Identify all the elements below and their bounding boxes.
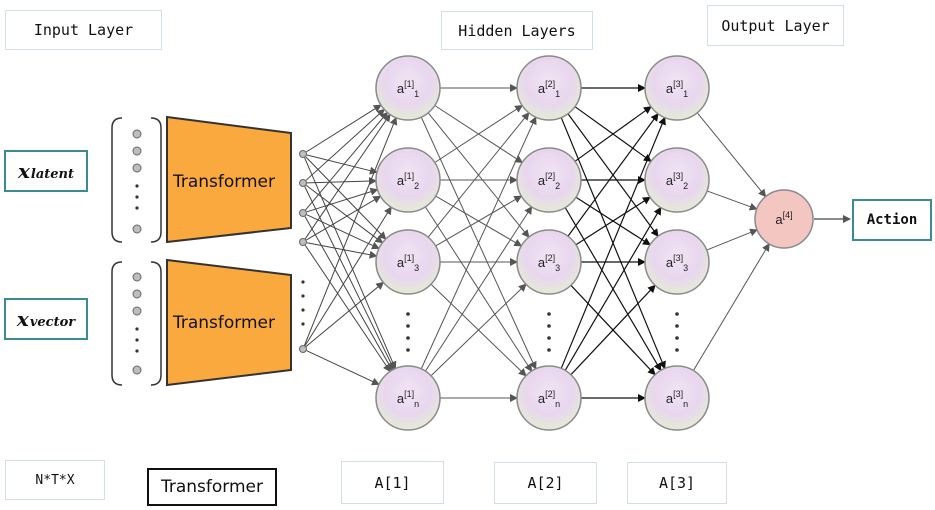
node-a3-n [644,365,710,431]
edge-input-hidden1 [306,350,380,386]
latent-bracket-right [150,117,162,243]
edge-input-hidden1 [306,154,378,175]
input-to-hidden1-edges [304,104,398,386]
transformer-legend-box: Transformer [147,468,277,506]
layer-a3-label: A[3] [627,462,727,504]
edge-input-hidden1 [304,113,391,239]
node-a1-2 [375,147,441,213]
transformer-trapezoid-2 [166,258,292,387]
edge-hidden1-hidden2 [420,116,537,370]
edge-hidden3-output [696,112,767,198]
latent-bracket [111,117,123,243]
edge-hidden1-hidden2 [434,104,524,163]
node-a3-2 [644,147,710,213]
edge-hidden2-hidden3 [575,196,651,246]
transformer-label-1: Transformer [172,172,275,192]
label-a1-1: a[1]1 [397,79,419,99]
node-a1-1 [375,55,441,121]
edge-input-hidden1 [305,156,387,240]
label-a3-3: a[3]3 [666,253,688,273]
edge-input-hidden1 [306,187,379,213]
edge-input-hidden1 [305,108,386,181]
edge-hidden1-hidden2 [427,112,530,238]
hidden-ellipsis [406,312,679,352]
label-a3-2: a[3]2 [666,171,688,191]
edge-input-hidden1 [306,195,382,241]
dims-label: N*T*X [5,460,105,500]
node-a2-n [516,365,582,431]
edge-input-hidden1 [304,216,393,372]
edge-hidden1-hidden2 [430,283,527,377]
label-a1-2: a[1]2 [397,171,419,191]
edge-hidden2-hidden3 [567,112,659,237]
vector-bracket [111,261,123,386]
input-ellipsis [135,184,139,353]
edge-hidden2-hidden3 [564,206,662,371]
label-a1-3: a[1]3 [397,253,419,273]
output-layer-header: Output Layer [707,5,844,46]
edge-input-hidden1 [306,104,382,153]
hidden-layer-2-nodes [516,55,582,431]
label-a2-1: a[2]1 [538,79,560,99]
hidden-layers-header: Hidden Layers [441,11,593,50]
edge-hidden3-output [692,243,770,371]
hidden2-to-hidden3-edges [560,84,666,402]
node-a4 [754,189,814,249]
edge-hidden2-hidden3 [574,106,652,162]
label-a2-3: a[2]3 [538,253,560,273]
edge-input-hidden1 [306,177,378,186]
input-layer-header: Input Layer [5,10,162,50]
x-latent-subscript: latent [30,166,75,182]
edge-input-hidden1 [306,214,380,250]
transformer-output-dots [299,150,307,353]
edge-input-hidden1 [304,206,392,346]
x-vector-symbol: x [16,307,29,331]
node-a1-n [375,365,441,431]
edge-hidden2-hidden3 [570,284,656,376]
node-a2-3 [516,229,582,295]
edge-input-hidden1 [306,242,378,259]
hidden3-to-output-edges [692,112,770,371]
node-a1-3 [375,229,441,295]
edge-input-hidden1 [305,281,385,347]
edge-input-hidden1 [304,245,391,373]
layer-a2-label: A[2] [494,462,597,504]
transformer-trapezoid-1 [166,115,292,244]
layer-a1-label: A[1] [341,461,444,504]
hidden1-to-hidden2-edges [420,84,537,402]
label-a2-n: a[2]n [538,389,560,409]
node-a2-2 [516,147,582,213]
edge-hidden1-hidden2 [424,206,533,372]
label-a3-1: a[3]1 [666,79,688,99]
edge-hidden1-hidden2 [435,195,523,247]
hidden-layer-3-nodes [644,55,710,431]
node-a3-1 [644,55,710,121]
label-a4: a[4] [775,210,792,227]
hidden-layer-1-nodes [375,55,441,431]
input-dots [132,129,142,375]
label-a2-2: a[2]2 [538,171,560,191]
edge-hidden2-hidden3 [560,116,666,369]
label-a3-n: a[3]n [666,389,688,409]
edge-input-hidden1 [305,185,384,244]
node-a3-3 [644,229,710,295]
edge-input-hidden1 [305,111,389,211]
edge-input-hidden1 [304,116,398,346]
edge-hidden3-output [706,228,759,251]
action-output-box: Action [852,199,932,241]
x-latent-symbol: x [17,159,30,183]
vector-bracket-right [150,261,162,386]
node-a2-1 [516,55,582,121]
x-vector-subscript: vector [29,314,76,330]
label-a1-n: a[1]n [397,389,419,409]
transformer-label-2: Transformer [172,313,275,333]
edge-hidden3-output [706,190,758,211]
transformer-output-ellipsis [301,280,305,326]
